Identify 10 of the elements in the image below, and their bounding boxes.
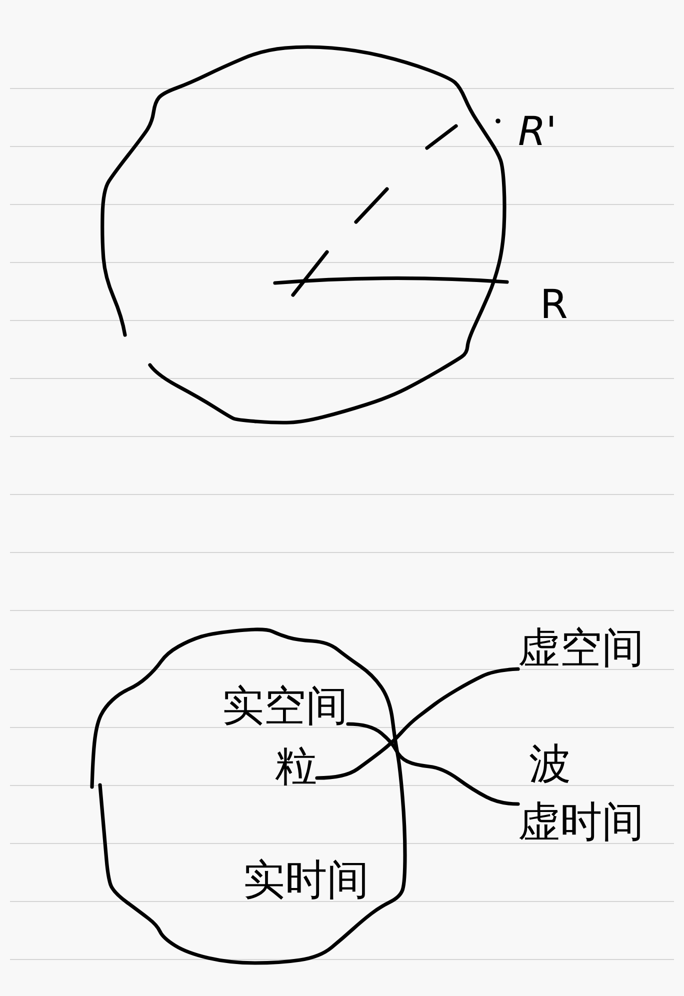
radius-label: R': [518, 112, 557, 152]
text-label: 虚时间: [518, 801, 644, 843]
text-label: 粒: [275, 745, 317, 787]
text-label: 虚空间: [518, 627, 644, 669]
text-label: 实时间: [243, 859, 369, 901]
text-label: 实空间: [222, 685, 348, 727]
connecting-line: [315, 667, 520, 780]
connecting-line: [346, 722, 520, 806]
text-label: 波: [529, 743, 571, 785]
radius-label: R: [540, 285, 568, 325]
